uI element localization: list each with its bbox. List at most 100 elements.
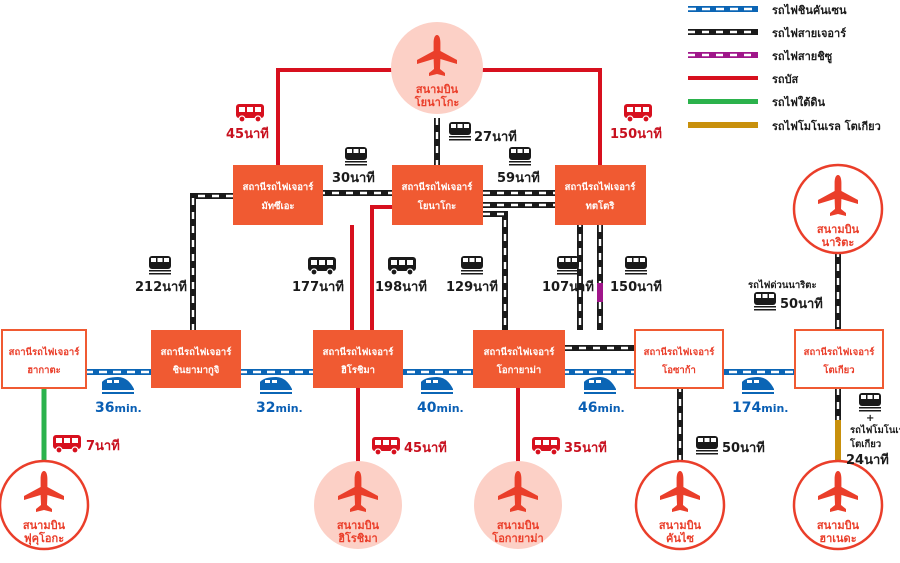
- station-okayama: สถานีรถไฟเจอาร์ โอกายาม่า: [473, 330, 565, 388]
- station-matsue: สถานีรถไฟเจอาร์ มัทซึเอะ: [233, 165, 323, 225]
- svg-text:174min.: 174min.: [732, 400, 788, 416]
- train-icon: [449, 122, 471, 141]
- time-tottori-airport-bus: 150นาที: [610, 103, 662, 142]
- bullet-train-icon: [742, 377, 774, 394]
- bus-icon: [387, 256, 417, 276]
- time-hakata-fukuoka-subway: 7นาที: [52, 434, 120, 454]
- shinkansen-time-5: 174min.: [732, 377, 788, 416]
- airport-haneda-line1: สนามบิน: [817, 519, 860, 532]
- legend-item-jr: รถไฟสายเจอาร์: [688, 26, 846, 40]
- train-icon: [149, 256, 171, 275]
- svg-text:46min.: 46min.: [578, 400, 625, 416]
- time-number: 46: [578, 400, 597, 416]
- station-shin-osaka-line2: โอซาก้า: [661, 364, 696, 376]
- legend-label: รถไฟโมโนเรล โตเกียว: [772, 119, 881, 133]
- station-hiroshima-line2: ฮิโรชิมา: [341, 364, 375, 376]
- time-number: 32: [256, 400, 275, 416]
- time-text: 50นาที: [722, 440, 765, 456]
- station-okayama-line1: สถานีรถไฟเจอาร์: [484, 346, 556, 358]
- time-text: 107นาที: [542, 279, 594, 295]
- station-hakata: สถานีรถไฟเจอาร์ ฮากาตะ: [1, 329, 87, 389]
- time-text: 59นาที: [497, 170, 540, 186]
- time-tottori-osaka-shizu: 150นาที: [610, 256, 662, 295]
- time-unit: min.: [597, 402, 624, 415]
- time-matsue-yonago-jr: 30นาที: [332, 147, 375, 186]
- station-tokyo-line2: โตเกียว: [822, 364, 854, 376]
- jr-lines: [190, 118, 841, 462]
- bus-icon: [531, 436, 561, 456]
- train-icon: [461, 256, 483, 275]
- time-matsue-shin-yamaguchi-jr: 212นาที: [135, 256, 187, 295]
- station-hakata-line2: ฮากาตะ: [27, 365, 61, 376]
- monorail-label-line1: รถไฟโมโนเรล: [850, 424, 900, 436]
- bus-icon: [371, 436, 401, 456]
- airport-haneda: สนามบิน ฮาเนดะ: [792, 459, 884, 551]
- svg-text:32min.: 32min.: [256, 400, 303, 416]
- bus-icon: [235, 103, 265, 123]
- time-text: 24นาที: [846, 452, 889, 468]
- bullet-train-icon: [102, 377, 134, 394]
- airport-kansai-line2: คันไซ: [666, 531, 694, 545]
- legend-item-shizu: รถไฟสายชิซู: [688, 49, 833, 64]
- airport-kansai-line1: สนามบิน: [659, 519, 702, 532]
- time-text: 150นาที: [610, 279, 662, 295]
- airport-narita: สนามบิน นาริตะ: [792, 163, 884, 255]
- station-tokyo-line1: สถานีรถไฟเจอาร์: [804, 346, 876, 358]
- airport-narita-line2: นาริตะ: [822, 236, 855, 249]
- airport-okayama-line1: สนามบิน: [497, 519, 540, 532]
- legend-item-subway: รถไฟใต้ดิน: [688, 95, 826, 109]
- time-unit: min.: [114, 402, 141, 415]
- shinkansen-time-1: 36min.: [95, 377, 142, 416]
- time-tottori-okayama-jr: 107นาที: [542, 256, 594, 295]
- time-osaka-kansai-jr: 50นาที: [696, 436, 765, 456]
- station-tottori-line1: สถานีรถไฟเจอาร์: [565, 181, 637, 193]
- svg-text:40min.: 40min.: [417, 400, 464, 416]
- airport-hiroshima-line1: สนามบิน: [337, 519, 380, 532]
- legend-label: รถไฟใต้ดิน: [772, 95, 826, 109]
- airport-haneda-line2: ฮาเนดะ: [819, 532, 856, 545]
- station-okayama-line2: โอกายาม่า: [496, 364, 541, 376]
- time-yonago-tottori-jr: 59นาที: [497, 147, 540, 186]
- time-yonago-airport-jr: 27นาที: [449, 122, 517, 145]
- station-shin-osaka: สถานีรถไฟเจอาร์ โอซาก้า: [634, 329, 724, 389]
- shinkansen-time-3: 40min.: [417, 377, 464, 416]
- time-text: 150นาที: [610, 126, 662, 142]
- time-text: 35นาที: [564, 440, 607, 456]
- train-icon: [625, 256, 647, 275]
- time-number: 36: [95, 400, 114, 416]
- shinkansen-time-4: 46min.: [578, 377, 625, 416]
- bus-icon: [52, 434, 82, 454]
- airport-yonago-line1: สนามบิน: [416, 83, 459, 96]
- svg-text:36min.: 36min.: [95, 400, 142, 416]
- station-shin-yamaguchi-line2: ชินยามากูจิ: [173, 365, 220, 377]
- time-tokyo-haneda-monorail: + รถไฟโมโนเรล โตเกียว 24นาที: [846, 393, 900, 468]
- time-text: 30นาที: [332, 170, 375, 186]
- time-text: 129นาที: [446, 279, 498, 295]
- time-hiroshima-airport-bus: 45นาที: [371, 436, 447, 456]
- legend: รถไฟชินคันเซน รถไฟสายเจอาร์ รถไฟสายชิซู …: [688, 3, 881, 133]
- time-text: 212นาที: [135, 279, 187, 295]
- airport-okayama-line2: โอกายาม่า: [491, 531, 543, 545]
- time-matsue-airport-bus: 45นาที: [226, 103, 269, 142]
- plus-sign: +: [866, 413, 874, 424]
- time-unit: min.: [761, 402, 788, 415]
- airport-kansai: สนามบิน คันไซ: [634, 459, 726, 551]
- train-icon: [859, 393, 881, 412]
- time-text: 27นาที: [474, 129, 517, 145]
- time-text: 177นาที: [292, 279, 344, 295]
- bullet-train-icon: [421, 377, 453, 394]
- airport-narita-line1: สนามบิน: [817, 223, 860, 236]
- airport-hiroshima: สนามบิน ฮิโรชิมา: [314, 461, 402, 549]
- station-tottori-line2: ทตโตริ: [586, 200, 616, 212]
- airport-hiroshima-line2: ฮิโรชิมา: [338, 531, 378, 545]
- narita-express-label: รถไฟด่วนนาริตะ: [748, 279, 817, 291]
- bus-icon: [307, 256, 337, 276]
- airport-yonago: สนามบิน โยนาโกะ: [391, 22, 483, 114]
- train-icon: [509, 147, 531, 166]
- legend-label: รถไฟสายเจอาร์: [772, 26, 846, 40]
- station-yonago-line2: โยนาโกะ: [417, 200, 456, 212]
- bullet-train-icon: [260, 377, 292, 394]
- time-matsue-hiroshima-bus: 177นาที: [292, 256, 344, 295]
- shinkansen-time-2: 32min.: [256, 377, 303, 416]
